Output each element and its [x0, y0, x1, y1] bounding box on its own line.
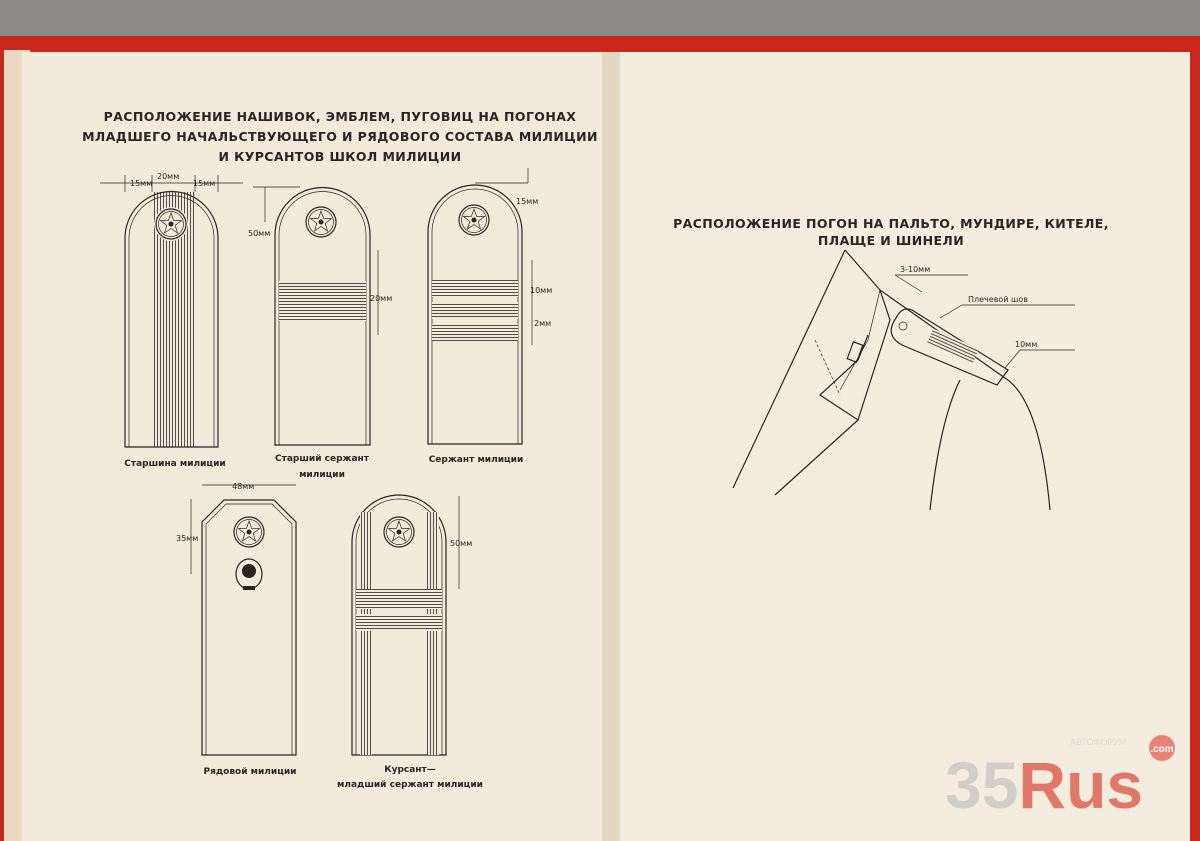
- epaulette-caption: Курсант—: [384, 765, 436, 775]
- epaulette-caption: Старший сержант: [275, 454, 370, 464]
- epaulette-caption: младший сержант милиции: [337, 780, 483, 790]
- dim-label: 48мм: [232, 482, 254, 491]
- epaulette-senior-sergeant: 50мм 20мм Старший сержант милиции: [248, 186, 392, 480]
- coat-shoulder-diagram: 3-10мм Плечевой шов 10мм: [732, 249, 1075, 511]
- ussr-coat-of-arms-icon: [235, 558, 263, 590]
- epaulette-sergeant: 15мм 10мм 2мм Сержант милиции: [427, 168, 552, 465]
- watermark-logo: 35Rus АВТОФОРУМ .com: [945, 735, 1175, 822]
- left-page: [22, 52, 612, 841]
- dim-label: 35мм: [176, 534, 198, 543]
- epaulette-caption: Рядовой милиции: [204, 767, 297, 777]
- title-line-1: РАСПОЛОЖЕНИЕ НАШИВОК, ЭМБЛЕМ, ПУГОВИЦ НА…: [104, 109, 577, 124]
- right-page-title: РАСПОЛОЖЕНИЕ ПОГОН НА ПАЛЬТО, МУНДИРЕ, К…: [673, 216, 1109, 248]
- right-page: [614, 52, 1190, 841]
- watermark-text: 35Rus: [945, 748, 1143, 822]
- scanner-background: [0, 0, 1200, 40]
- dim-label: 15мм: [193, 179, 215, 188]
- dim-label: 15мм: [516, 197, 538, 206]
- gutter-shadow: [602, 52, 620, 841]
- left-page-title: РАСПОЛОЖЕНИЕ НАШИВОК, ЭМБЛЕМ, ПУГОВИЦ НА…: [82, 109, 598, 164]
- callout-label: Плечевой шов: [968, 295, 1028, 304]
- dim-label: 50мм: [248, 229, 270, 238]
- watermark-suffix: .com: [1150, 744, 1173, 755]
- title-line-2: МЛАДШЕГО НАЧАЛЬСТВУЮЩЕГО И РЯДОВОГО СОСТ…: [82, 129, 598, 144]
- epaulette-private: 48мм 35мм Рядовой милиции: [176, 482, 297, 777]
- epaulette-caption: милиции: [299, 470, 345, 480]
- title-line-3: И КУРСАНТОВ ШКОЛ МИЛИЦИИ: [218, 149, 461, 164]
- dim-label: 20мм: [370, 294, 392, 303]
- epaulette-caption: Сержант милиции: [429, 455, 524, 465]
- dim-label: 15мм: [130, 179, 152, 188]
- dim-label: 20мм: [157, 172, 179, 181]
- dim-label: 2мм: [534, 319, 551, 328]
- epaulette-starshina: 15мм 20мм 15мм Старшина милиции: [100, 172, 243, 469]
- epaulette-cadet: 50мм Курсант— младший сержант милиции: [337, 494, 483, 790]
- dim-label: 50мм: [450, 539, 472, 548]
- dim-label: 10мм: [530, 286, 552, 295]
- callout-label: 10мм: [1015, 340, 1037, 349]
- title-line-2: ПЛАЩЕ И ШИНЕЛИ: [818, 233, 964, 248]
- watermark-tagline: АВТОФОРУМ: [1070, 737, 1126, 747]
- callout-label: 3-10мм: [900, 265, 930, 274]
- title-line-1: РАСПОЛОЖЕНИЕ ПОГОН НА ПАЛЬТО, МУНДИРЕ, К…: [673, 216, 1109, 231]
- button-icon: [898, 321, 908, 331]
- epaulette-caption: Старшина милиции: [124, 459, 225, 469]
- epaulette-on-shoulder: [890, 308, 1009, 386]
